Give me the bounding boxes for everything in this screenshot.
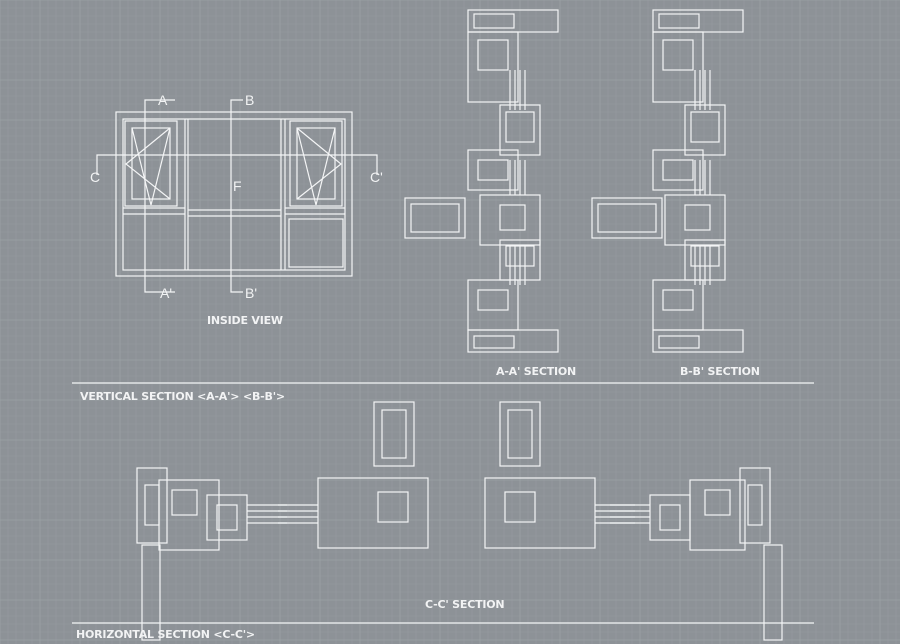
section-bb-title: B-B' SECTION [680,365,760,378]
section-bb-drawing [591,9,744,353]
section-aa-drawing [404,9,559,353]
marker-b-prime: B' [245,285,258,301]
marker-f: F [233,178,242,194]
marker-c-prime: C' [370,169,383,185]
marker-a: A [158,92,168,108]
inside-view-title: INSIDE VIEW [207,314,283,327]
marker-c: C [90,169,101,185]
horizontal-section-heading: HORIZONTAL SECTION <C-C'> [76,628,255,641]
marker-a-prime: A' [160,285,173,301]
vertical-section-heading: VERTICAL SECTION <A-A'> <B-B'> [80,390,285,403]
inside-view-elevation [96,99,378,293]
section-cc-drawing [136,401,783,641]
section-cc-title: C-C' SECTION [425,598,505,611]
marker-b: B [245,92,255,108]
section-aa-title: A-A' SECTION [496,365,577,378]
